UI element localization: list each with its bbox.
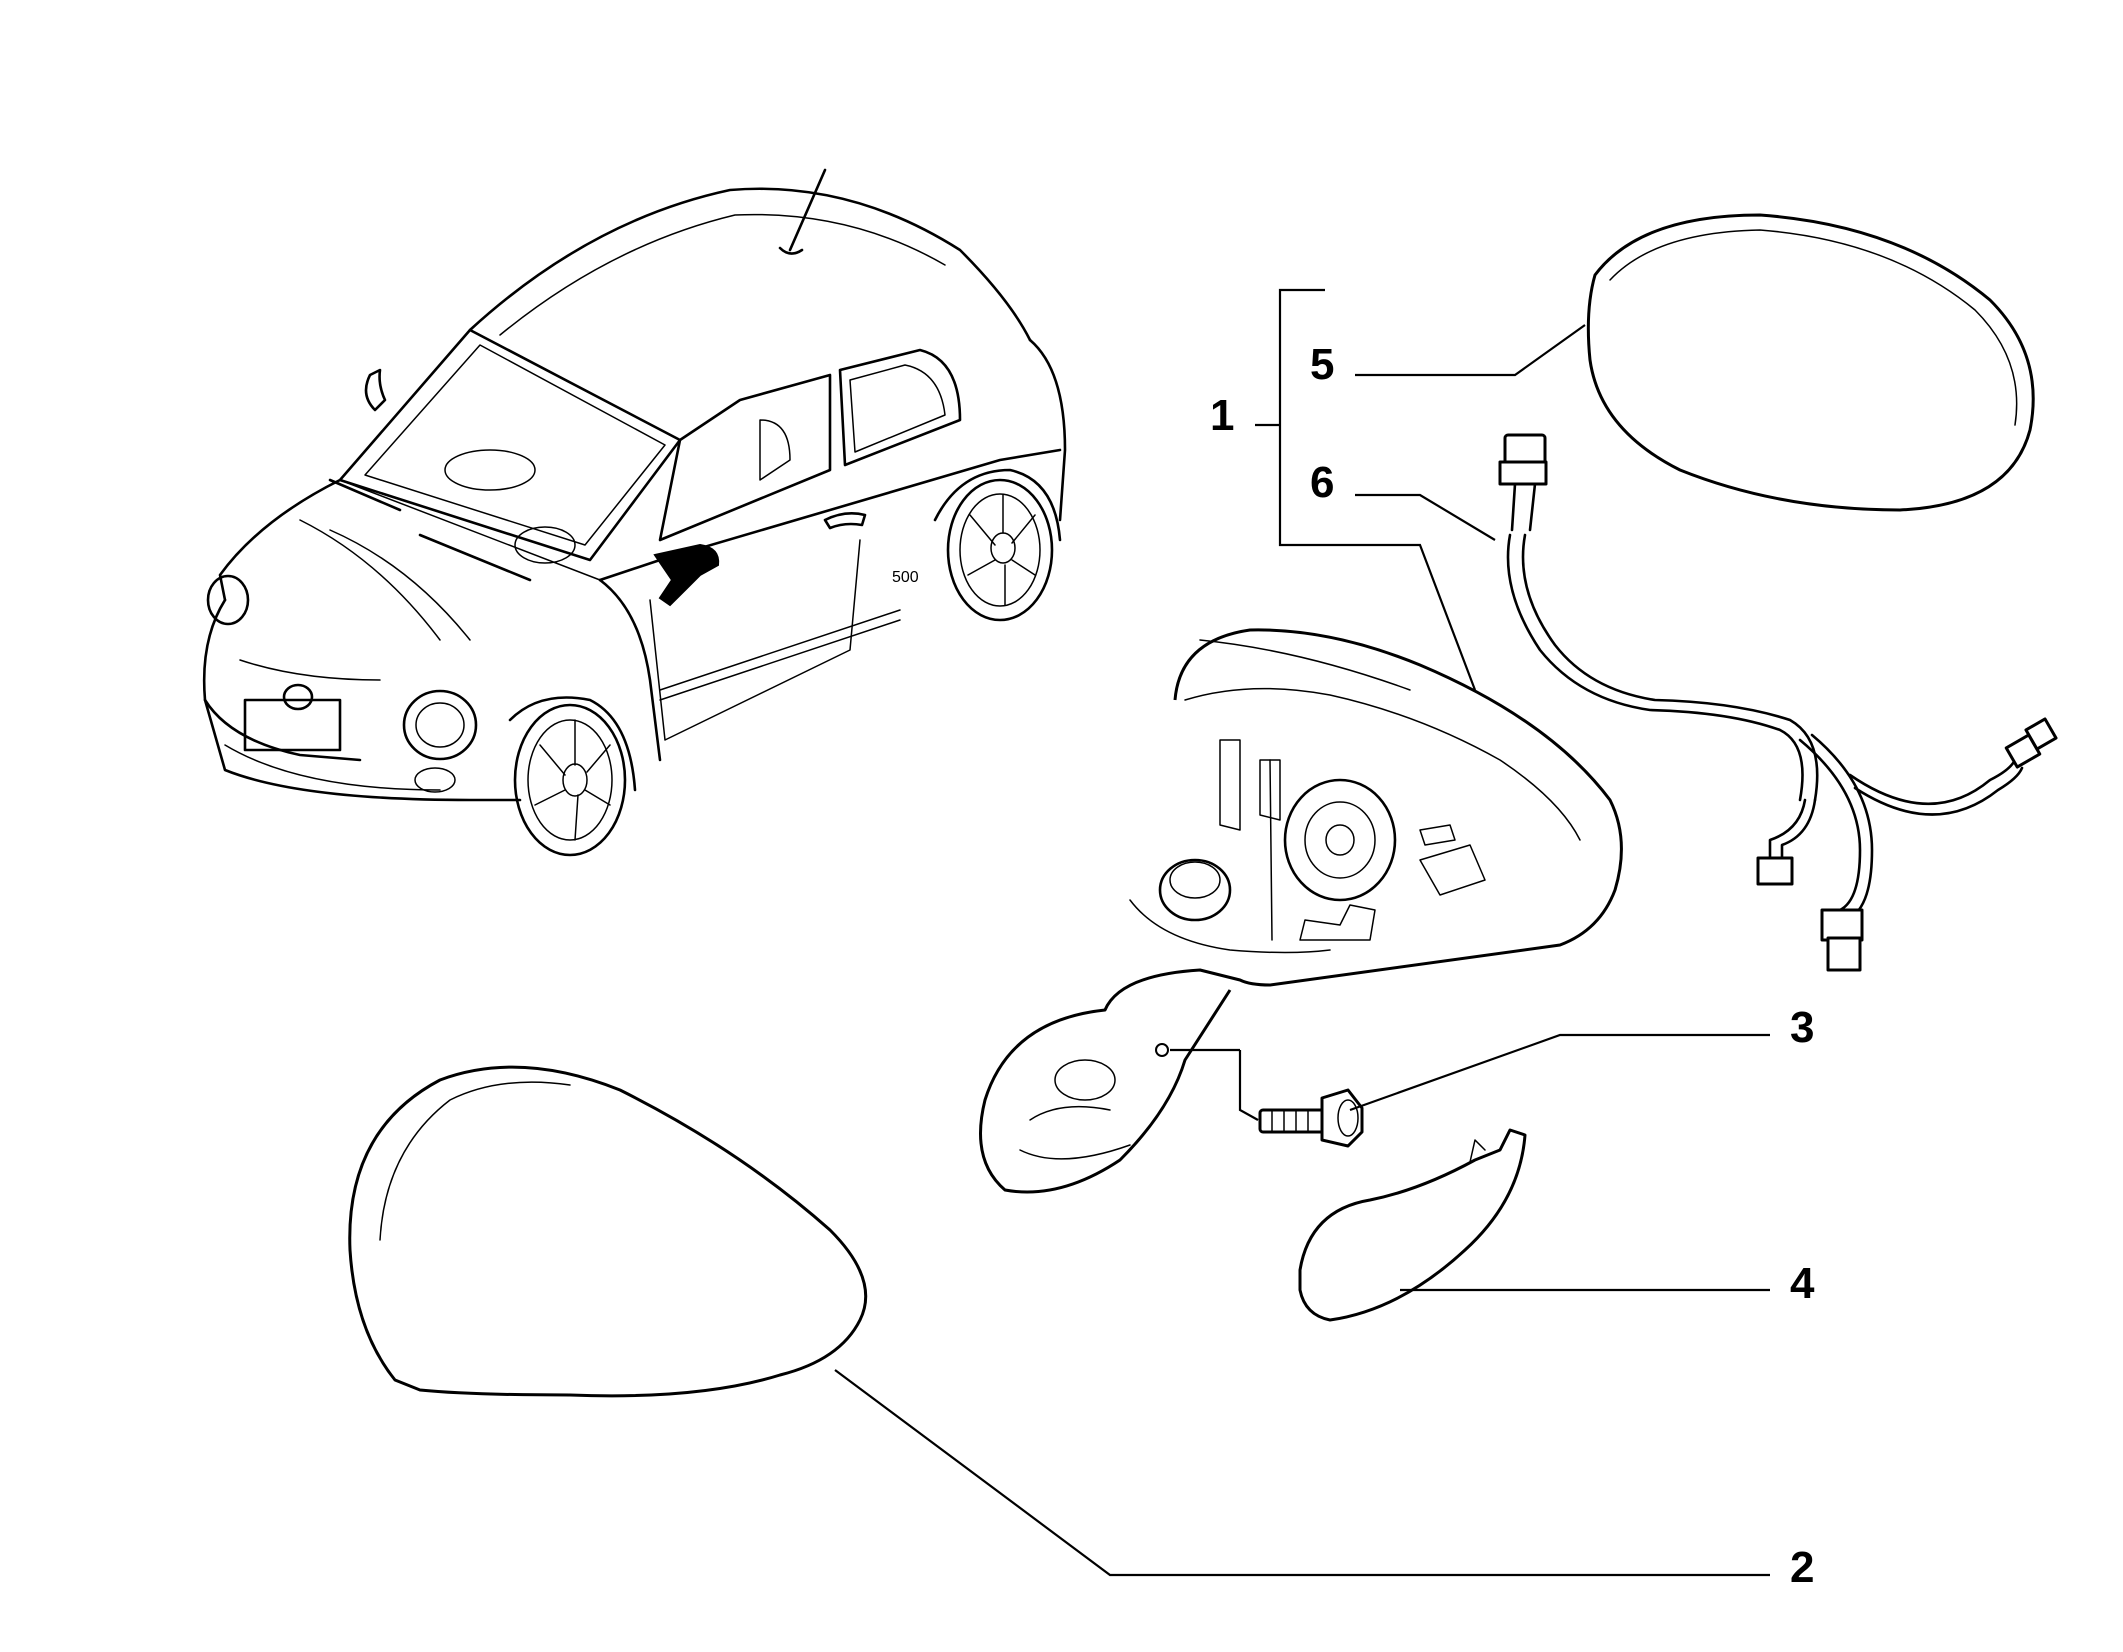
callout-1: 1 [1210, 391, 1234, 440]
callout-3: 3 [1790, 1003, 1814, 1052]
part-2-mirror-cover [348, 1065, 868, 1398]
callout-5: 5 [1310, 340, 1334, 389]
callout-4: 4 [1790, 1259, 1815, 1308]
highlighted-mirror [653, 543, 720, 607]
part-1-mirror-assembly [979, 628, 1623, 1194]
callout-2: 2 [1790, 1543, 1814, 1592]
part-5-mirror-glass [1586, 213, 2035, 512]
callout-6: 6 [1310, 458, 1334, 507]
part-4-trim-piece [1298, 1128, 1527, 1322]
car-illustration: 500 [202, 168, 1067, 857]
part-6-wiring-harness [1498, 433, 2058, 972]
callout-labels: 1 5 6 3 4 2 [1210, 340, 1815, 1592]
part-3-screw [1258, 1088, 1364, 1148]
leader-lines [834, 288, 1770, 1577]
car-badge-text: 500 [892, 569, 919, 586]
